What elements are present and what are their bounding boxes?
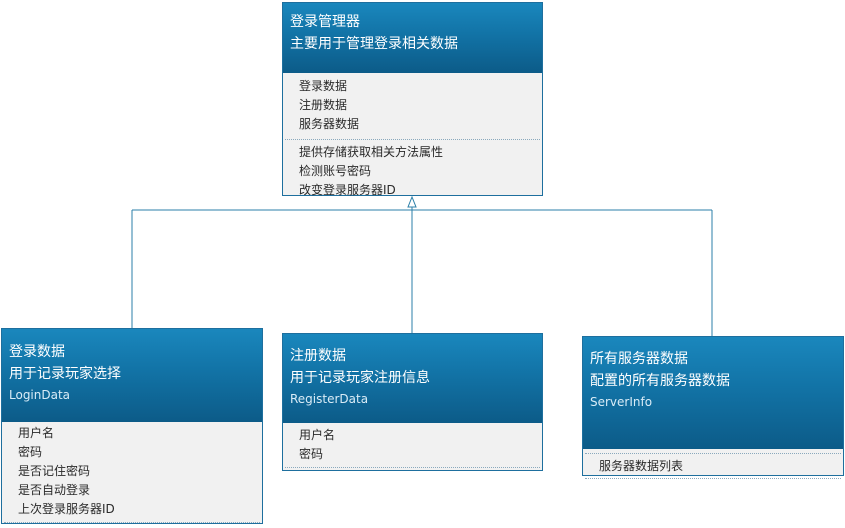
attribute-item: 服务器数据 <box>299 117 360 131</box>
class-header: 登录管理器 主要用于管理登录相关数据 <box>283 3 542 73</box>
section-divider <box>585 453 841 454</box>
attribute-section: 用户名 密码 是否记住密码 是否自动登录 上次登录服务器ID <box>2 422 262 521</box>
inheritance-arrowhead <box>407 195 417 208</box>
serverinfo-class[interactable]: 所有服务器数据 配置的所有服务器数据 ServerInfo 服务器数据列表 <box>582 336 844 479</box>
class-name: LoginData <box>9 388 71 402</box>
class-subtitle: 主要用于管理登录相关数据 <box>290 36 458 52</box>
class-title: 登录数据 <box>9 344 65 360</box>
logindata-class[interactable]: 登录数据 用于记录玩家选择 LoginData 用户名 密码 是否记住密码 是否… <box>1 328 263 524</box>
attribute-item: 是否记住密码 <box>18 464 91 478</box>
class-subtitle: 用于记录玩家注册信息 <box>290 370 430 386</box>
class-header: 所有服务器数据 配置的所有服务器数据 ServerInfo <box>583 337 843 449</box>
attribute-item: 是否自动登录 <box>18 483 91 497</box>
attribute-section: 登录数据 注册数据 服务器数据 <box>283 73 542 136</box>
registerdata-class[interactable]: 注册数据 用于记录玩家注册信息 RegisterData 用户名 密码 <box>282 333 543 471</box>
operation-item: 提供存储获取相关方法属性 <box>299 145 444 159</box>
attribute-item: 服务器数据列表 <box>599 459 684 473</box>
attribute-item: 密码 <box>18 445 43 459</box>
attribute-item: 用户名 <box>18 426 55 440</box>
section-divider <box>4 522 260 523</box>
attribute-section: 用户名 密码 <box>283 423 542 466</box>
class-header: 注册数据 用于记录玩家注册信息 RegisterData <box>283 334 542 423</box>
class-header: 登录数据 用于记录玩家选择 LoginData <box>2 329 262 422</box>
class-subtitle: 配置的所有服务器数据 <box>590 373 730 389</box>
class-title: 所有服务器数据 <box>590 351 688 367</box>
operation-section: 提供存储获取相关方法属性 检测账号密码 改变登录服务器ID <box>283 143 542 202</box>
operation-item: 改变登录服务器ID <box>299 183 396 197</box>
login-manager-class[interactable]: 登录管理器 主要用于管理登录相关数据 登录数据 注册数据 服务器数据 提供存储获… <box>282 2 543 197</box>
attribute-item: 用户名 <box>299 428 336 442</box>
class-title: 登录管理器 <box>290 14 360 30</box>
class-title: 注册数据 <box>290 348 346 364</box>
attribute-item: 注册数据 <box>299 98 348 112</box>
attribute-section: 服务器数据列表 <box>583 457 843 478</box>
class-subtitle: 用于记录玩家选择 <box>9 366 121 382</box>
section-divider <box>285 139 540 140</box>
attribute-item: 上次登录服务器ID <box>18 502 115 516</box>
class-name: RegisterData <box>290 392 369 406</box>
section-divider <box>585 478 841 479</box>
operation-item: 检测账号密码 <box>299 164 372 178</box>
attribute-item: 登录数据 <box>299 79 348 93</box>
class-name: ServerInfo <box>590 395 653 409</box>
section-divider <box>285 467 540 468</box>
attribute-item: 密码 <box>299 447 324 461</box>
